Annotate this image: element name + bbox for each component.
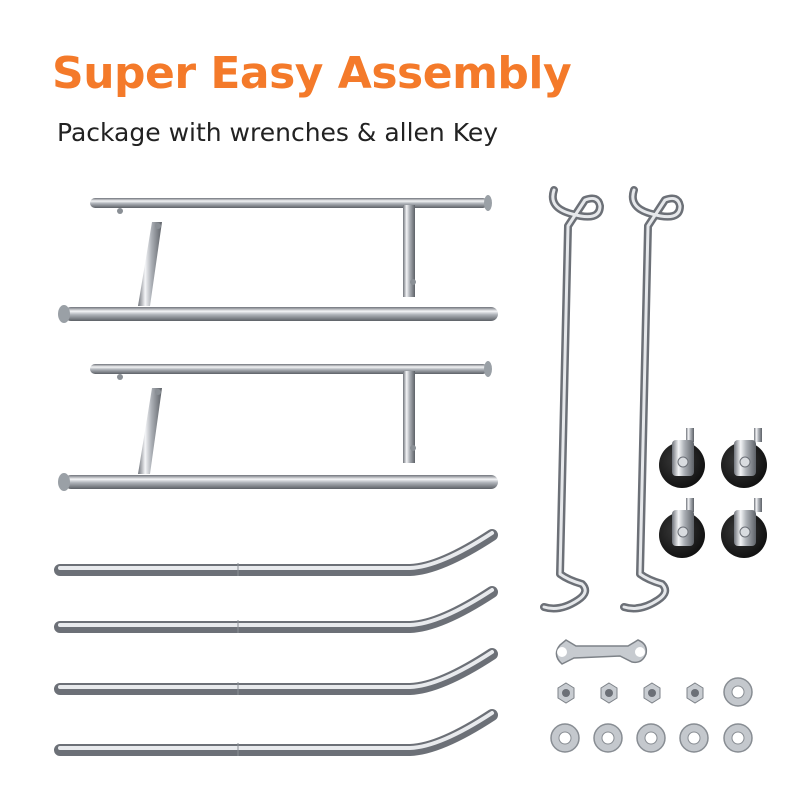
washer-4 bbox=[636, 723, 666, 753]
wrench-icon bbox=[555, 639, 648, 665]
nut-2 bbox=[600, 682, 618, 704]
bent-leg-4 bbox=[54, 709, 498, 756]
washer-1 bbox=[723, 677, 753, 707]
subline: Package with wrenches & allen Key bbox=[57, 118, 499, 147]
nut-3 bbox=[643, 682, 661, 704]
washer-5 bbox=[679, 723, 709, 753]
headline: Super Easy Assembly bbox=[52, 48, 572, 99]
washer-6 bbox=[723, 723, 753, 753]
bent-leg-3 bbox=[54, 648, 498, 695]
hook-rod-2 bbox=[620, 186, 684, 613]
t-frame-bottom bbox=[58, 361, 498, 491]
bent-leg-1 bbox=[54, 529, 498, 576]
washer-2 bbox=[550, 723, 580, 753]
nut-4 bbox=[686, 682, 704, 704]
caster-wheel-4 bbox=[721, 498, 767, 558]
caster-wheel-2 bbox=[721, 428, 767, 488]
caster-wheel-1 bbox=[659, 428, 705, 488]
bent-leg-2 bbox=[54, 586, 498, 633]
t-frame-top bbox=[58, 195, 498, 323]
washer-3 bbox=[593, 723, 623, 753]
hook-rod-1 bbox=[540, 186, 604, 613]
nut-1 bbox=[557, 682, 575, 704]
caster-wheel-3 bbox=[659, 498, 705, 558]
